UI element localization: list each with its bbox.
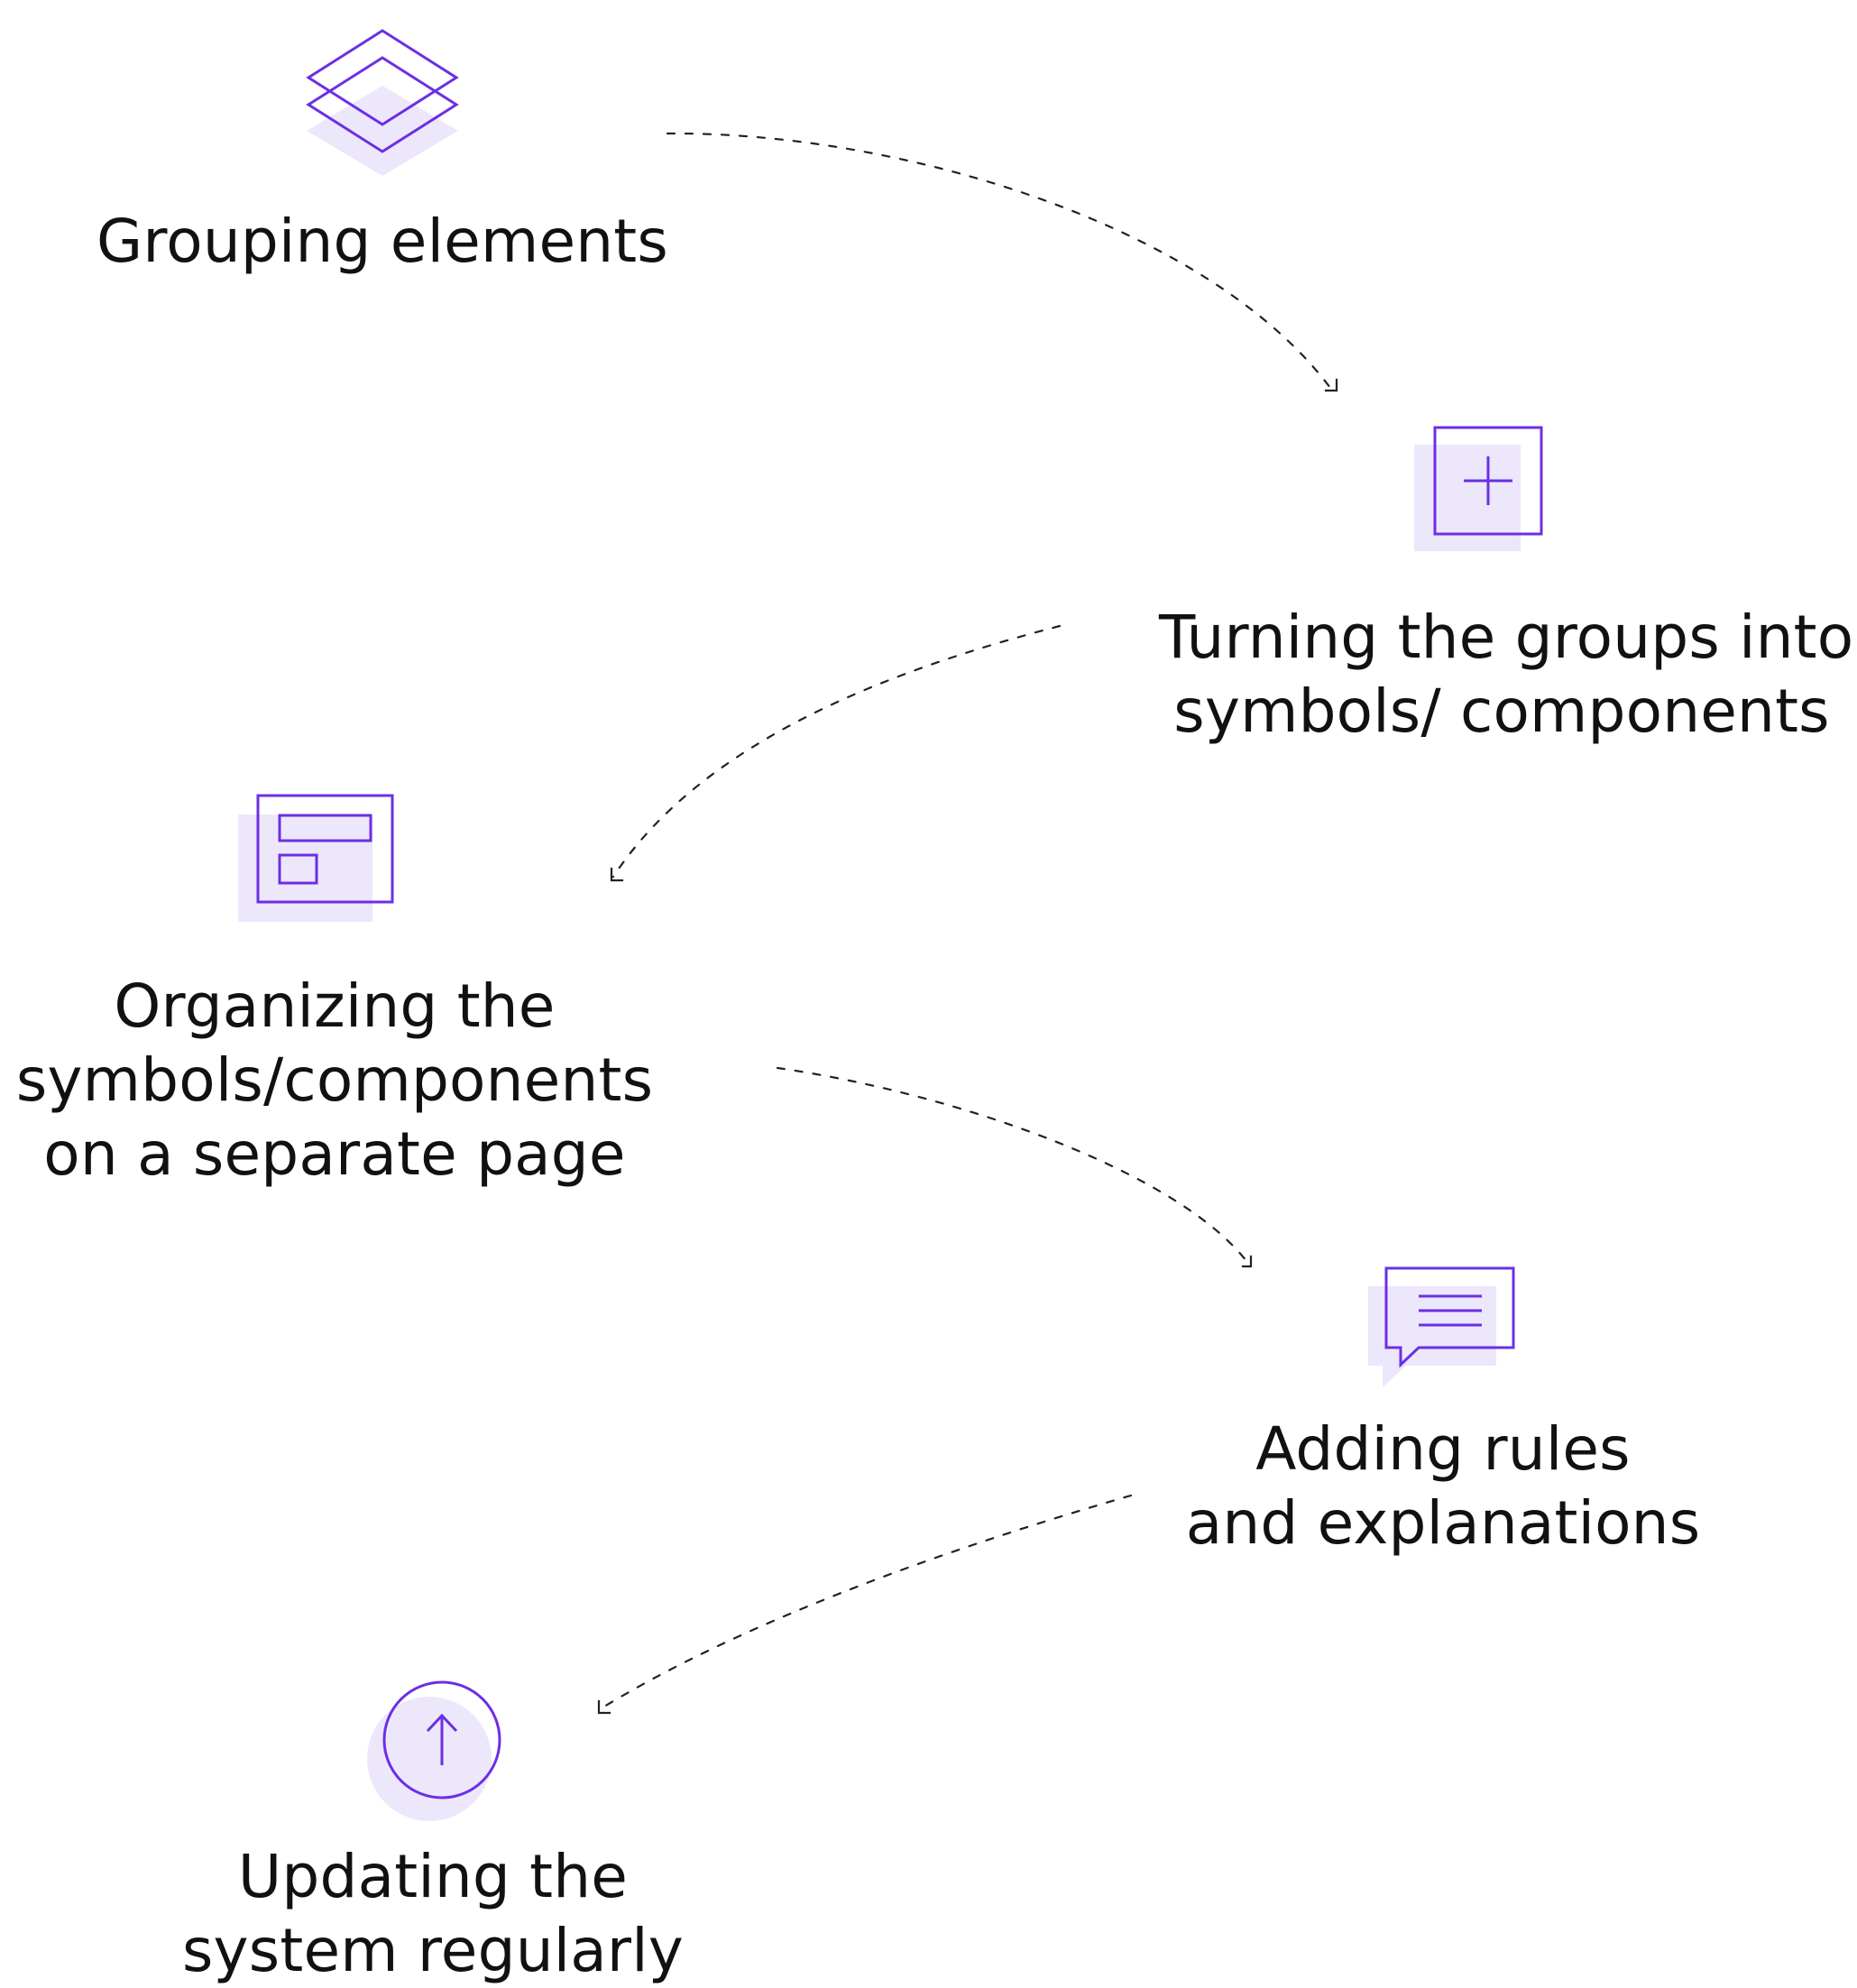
chat-lines-icon: [1368, 1266, 1515, 1387]
stacked-layers-icon: [306, 29, 459, 176]
connector-arrow-4-to-5: [598, 1494, 1133, 1711]
connector-arrow-3-to-4: [776, 1066, 1251, 1266]
step-label-updating-system: Updating the system regularly: [181, 1842, 685, 1985]
step-label-adding-rules: Adding rules and explanations: [1185, 1414, 1701, 1558]
connector-arrow-1-to-2: [666, 132, 1332, 390]
plus-square-icon: [1414, 426, 1543, 551]
page-layout-icon: [238, 794, 394, 922]
arrowhead-1: [1324, 378, 1338, 392]
arrowhead-3: [1241, 1255, 1253, 1268]
connector-arrow-2-to-3: [611, 624, 1062, 879]
step-label-turning-groups: Turning the groups into symbols/ compone…: [1159, 603, 1854, 746]
step-label-grouping-elements: Grouping elements: [97, 207, 668, 276]
arrowhead-2: [610, 867, 624, 882]
arrow-up-circle-icon: [367, 1680, 501, 1821]
arrowhead-4: [597, 1699, 611, 1715]
step-label-organizing-symbols: Organizing the symbols/components on a s…: [15, 971, 654, 1189]
